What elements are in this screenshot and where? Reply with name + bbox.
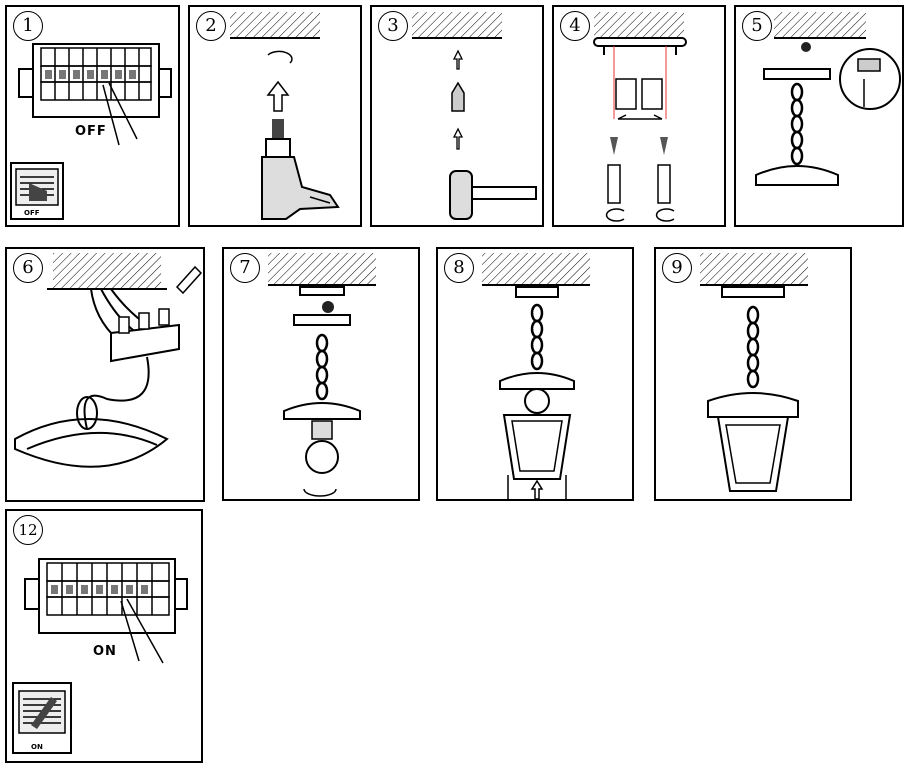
- step-1-panel: 1 OFF OFF: [5, 5, 180, 227]
- anchor-hammer-illustration: [412, 12, 537, 220]
- step-number: 3: [378, 11, 408, 41]
- bracket-screws-illustration: [593, 12, 687, 222]
- step-number: 2: [196, 11, 226, 41]
- breaker-on-illustration: [12, 558, 188, 754]
- off-label: OFF: [75, 124, 107, 139]
- step-number: 5: [742, 11, 772, 41]
- step-12-panel: 12 ON ON: [5, 509, 203, 763]
- step-8-panel: 8: [436, 247, 634, 501]
- wiring-terminal-illustration: [14, 253, 203, 468]
- step-9-panel: 9: [654, 247, 852, 501]
- step-5-panel: 5: [734, 5, 904, 227]
- step-number: 8: [444, 253, 474, 283]
- step-6-panel: 6: [5, 247, 205, 502]
- step-number: 9: [662, 253, 692, 283]
- step-3-panel: 3: [370, 5, 544, 227]
- step-number: 7: [230, 253, 260, 283]
- step-2-panel: 2: [188, 5, 362, 227]
- step-number: 6: [13, 253, 43, 283]
- drill-illustration: [230, 12, 340, 220]
- hanging-base-illustration: [755, 12, 901, 186]
- step-number: 1: [13, 11, 43, 41]
- finished-lantern-illustration: [700, 253, 808, 492]
- breaker-off-illustration: [10, 43, 172, 220]
- step-4-panel: 4: [552, 5, 726, 227]
- switch-off-label: OFF: [24, 209, 40, 217]
- step-number: 12: [13, 515, 43, 545]
- step-number: 4: [560, 11, 590, 41]
- step-7-panel: 7: [222, 247, 420, 501]
- bulb-install-illustration: [268, 253, 376, 497]
- lantern-attach-illustration: [482, 253, 590, 499]
- switch-on-label: ON: [31, 743, 43, 751]
- on-label: ON: [93, 644, 117, 659]
